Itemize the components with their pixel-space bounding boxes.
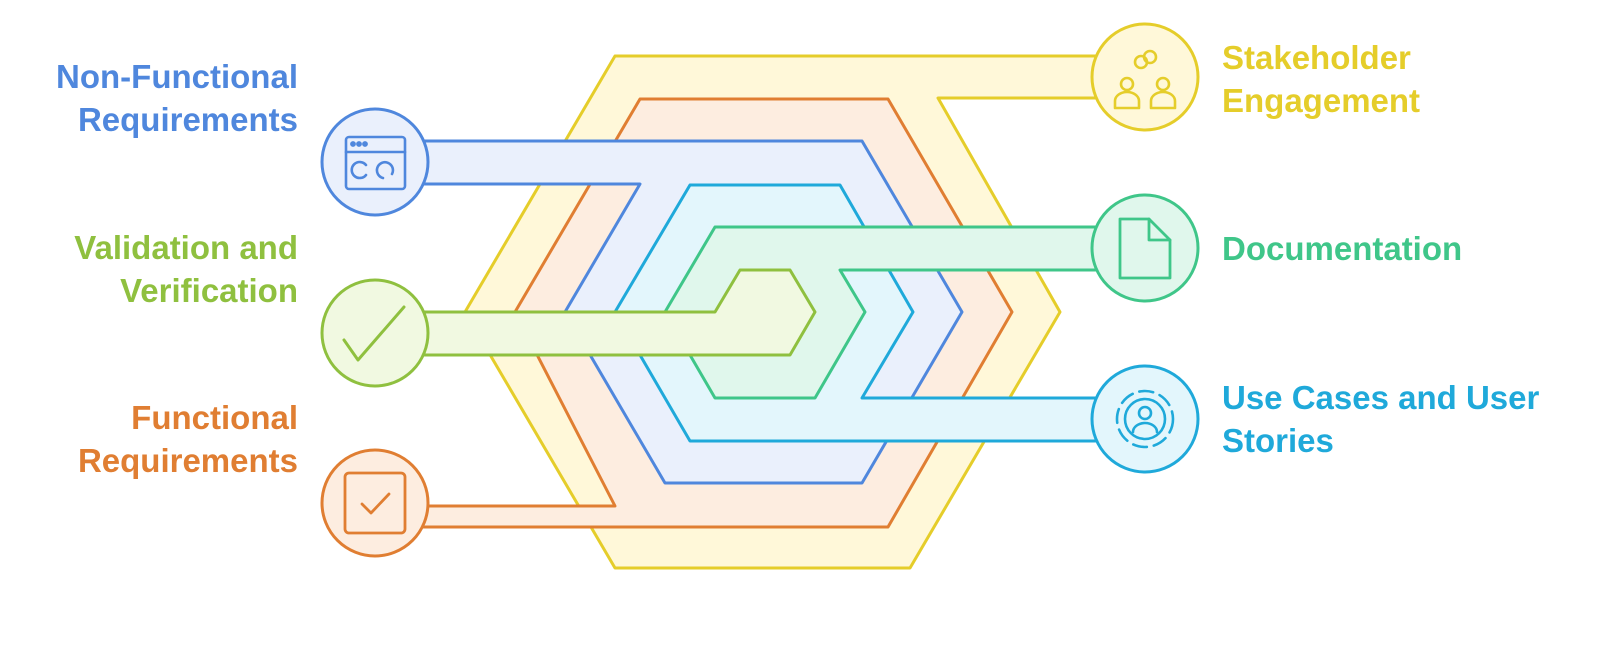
- people-link-icon: [1113, 49, 1177, 110]
- checkmark-icon: [342, 305, 406, 362]
- validation-band: [373, 268, 817, 357]
- validation-circle: [320, 278, 430, 388]
- document-icon: [1118, 217, 1172, 280]
- functional-label-line-2: Requirements: [77, 442, 298, 479]
- stakeholder-circle: [1090, 22, 1200, 132]
- non-functional-label-line-2: Requirements: [77, 101, 298, 138]
- use-cases-label-line-2: Stories: [1222, 422, 1334, 459]
- stakeholder-label-line-1: Stakeholder: [1222, 39, 1411, 76]
- use-cases-label: Use Cases and User Stories: [1222, 376, 1539, 462]
- use-cases-label-line-1: Use Cases and User: [1222, 379, 1540, 416]
- non-functional-label: Non-Functional Requirements: [56, 55, 298, 141]
- browser-window-icon: [344, 135, 407, 191]
- validation-label: Validation and Verification: [74, 226, 298, 312]
- functional-circle: [320, 448, 430, 558]
- stakeholder-label-line-2: Engagement: [1222, 82, 1421, 119]
- non-functional-label-line-1: Non-Functional: [56, 58, 298, 95]
- documentation-circle: [1090, 193, 1200, 303]
- documentation-label-line-1: Documentation: [1222, 230, 1463, 267]
- non-functional-circle: [320, 107, 430, 217]
- checkbox-icon: [343, 471, 407, 535]
- validation-label-line-2: Verification: [120, 272, 298, 309]
- validation-label-line-1: Validation and: [74, 229, 298, 266]
- functional-label: Functional Requirements: [78, 396, 298, 482]
- user-circle-icon: [1115, 389, 1175, 449]
- stakeholder-label: Stakeholder Engagement: [1222, 36, 1420, 122]
- documentation-label: Documentation: [1222, 227, 1462, 270]
- functional-label-line-1: Functional: [131, 399, 298, 436]
